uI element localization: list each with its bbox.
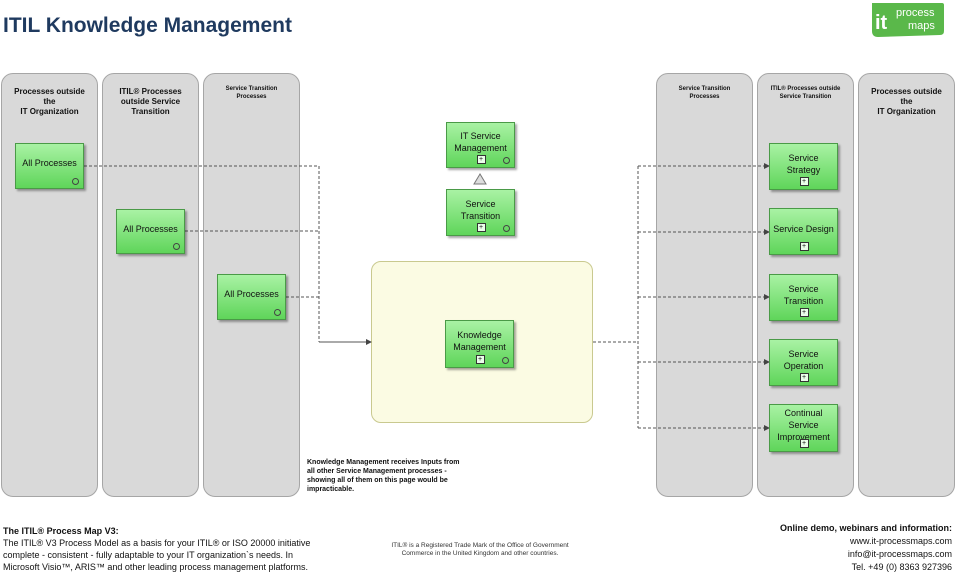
it-process-maps-logo: it process maps <box>872 3 944 37</box>
footer-left-line: The ITIL® V3 Process Model as a basis fo… <box>3 538 311 549</box>
expand-icon: + <box>475 355 485 364</box>
it-service-management-box[interactable]: IT Service Management + <box>446 122 515 168</box>
box-label: All Processes <box>123 223 178 234</box>
footer-left-heading: The ITIL® Process Map V3: <box>3 526 119 536</box>
flow-line <box>84 165 320 342</box>
logo-process: process <box>896 7 935 19</box>
lane-service-transition-right: Service Transition Processes <box>656 73 753 497</box>
footer-right-heading: Online demo, webinars and information: <box>779 523 952 533</box>
knowledge-management-box[interactable]: Knowledge Management + <box>445 320 514 368</box>
expand-icon: + <box>799 177 809 186</box>
website-link[interactable]: www.it-processmaps.com <box>849 536 952 547</box>
lane-itil-outside-st-left: ITIL® Processes outside Service Transiti… <box>102 73 199 497</box>
continual-service-improvement-box[interactable]: Continual Service Improvement + <box>769 404 838 452</box>
expand-icon: + <box>476 223 486 232</box>
box-label: IT Service Management <box>454 131 507 153</box>
service-strategy-box[interactable]: Service Strategy + <box>769 143 838 190</box>
lane-title: ITIL® Processes outside Service Transiti… <box>770 86 841 100</box>
footer-left-line: Microsoft Visio™, ARIS™ and other leadin… <box>3 562 308 573</box>
process-link-icon <box>502 357 509 364</box>
lane-title: Service Transition Processes <box>225 86 278 100</box>
process-link-icon <box>173 243 180 250</box>
all-processes-service-transition[interactable]: All Processes <box>217 274 286 320</box>
box-label: Service Design <box>773 223 834 234</box>
box-label: Knowledge Management <box>453 330 506 352</box>
service-transition-box[interactable]: Service Transition + <box>769 274 838 321</box>
process-link-icon <box>274 309 281 316</box>
box-label: Service Operation <box>783 348 824 371</box>
box-label: Service Strategy <box>786 152 821 175</box>
trademark-notice: ITIL® is a Registered Trade Mark of the … <box>391 542 569 558</box>
process-link-icon <box>72 178 79 185</box>
service-transition-parent-box[interactable]: Service Transition + <box>446 189 515 236</box>
expand-icon: + <box>799 308 809 317</box>
footer-right: Online demo, webinars and information: w… <box>780 522 952 574</box>
lane-title: Processes outside the IT Organization <box>871 87 942 116</box>
hierarchy-triangle-icon <box>473 173 487 185</box>
box-label: Service Transition <box>783 283 824 306</box>
expand-icon: + <box>799 242 809 251</box>
box-label: All Processes <box>22 158 77 169</box>
service-operation-box[interactable]: Service Operation + <box>769 339 838 386</box>
box-label: Continual Service Improvement <box>777 408 830 442</box>
phone-number: Tel. +49 (0) 8363 927396 <box>851 562 952 573</box>
lane-title: Service Transition Processes <box>678 86 731 100</box>
process-link-icon <box>503 225 510 232</box>
expand-icon: + <box>476 155 486 164</box>
all-processes-outside-it[interactable]: All Processes <box>15 143 84 189</box>
service-design-box[interactable]: Service Design + <box>769 208 838 255</box>
box-label: Service Transition <box>460 198 501 221</box>
expand-icon: + <box>799 439 809 448</box>
process-link-icon <box>503 157 510 164</box>
lane-outside-it-right: Processes outside the IT Organization <box>858 73 955 497</box>
logo-maps: maps <box>908 20 935 32</box>
expand-icon: + <box>799 373 809 382</box>
logo-it: it <box>875 12 888 34</box>
footer-left: The ITIL® Process Map V3: The ITIL® V3 P… <box>3 525 310 574</box>
lane-title: ITIL® Processes outside Service Transiti… <box>119 87 182 116</box>
all-processes-itil[interactable]: All Processes <box>116 209 185 254</box>
email-link[interactable]: info@it-processmaps.com <box>847 549 952 560</box>
lane-title: Processes outside the IT Organization <box>14 87 85 116</box>
box-label: All Processes <box>224 289 279 300</box>
page-title: ITIL Knowledge Management <box>3 14 292 37</box>
inputs-note: Knowledge Management receives Inputs fro… <box>307 459 460 494</box>
footer-left-line: complete - consistent - fully adaptable … <box>3 550 293 561</box>
